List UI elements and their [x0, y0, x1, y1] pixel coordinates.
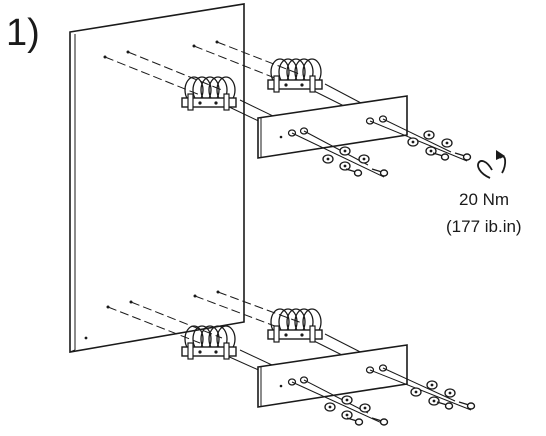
spring-mount	[267, 58, 323, 93]
step-number: 1)	[6, 12, 40, 54]
clockwise-rotation-arrow-icon	[477, 150, 507, 179]
top-mount-assembly	[104, 41, 472, 178]
torque-value-imperial: (177 ib.in)	[446, 217, 522, 236]
bottom-mount-assembly	[107, 291, 476, 426]
spring-mount	[267, 308, 323, 343]
wall-panel	[69, 3, 245, 353]
torque-value-metric: 20 Nm	[459, 190, 510, 209]
